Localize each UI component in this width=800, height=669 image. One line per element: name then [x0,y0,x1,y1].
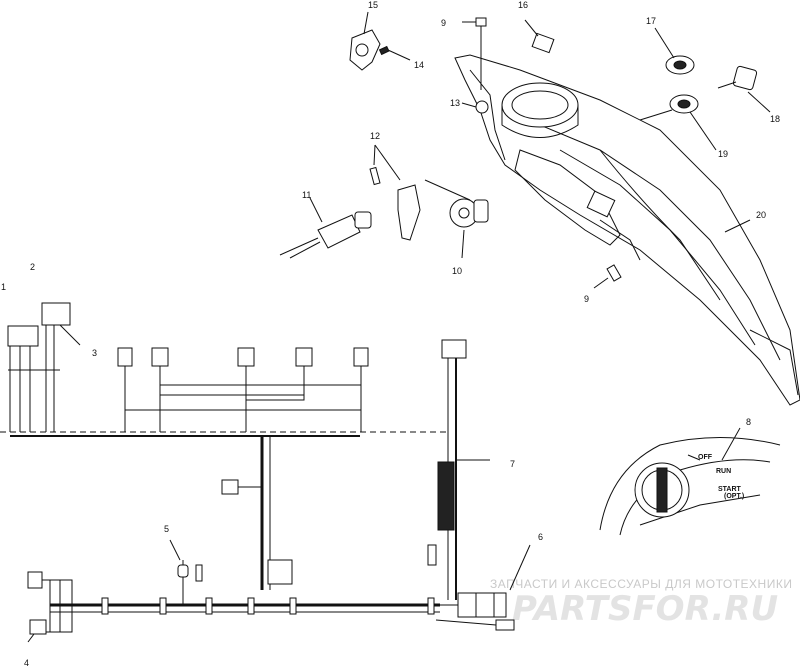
switch-start-sub-label: (OPT.) [724,493,744,500]
callout-labels: 1 2 3 4 5 6 7 8 9 9 10 11 12 13 14 15 16… [1,0,780,668]
callout-13: 13 [450,98,460,108]
screw-part-14 [378,45,411,61]
callout-17: 17 [646,16,656,26]
callout-9-top: 9 [441,18,446,28]
nut-part-13 [461,100,489,114]
callout-12: 12 [370,131,380,141]
watermark-brand: PARTSFOR.RU [512,589,778,629]
hood-panel [454,54,800,406]
grommet-part-19 [639,94,717,151]
callout-15: 15 [368,0,378,10]
screw-part-9-bottom [593,264,622,289]
ignition-switch-part-11 [279,197,372,259]
callout-16: 16 [518,0,528,10]
callout-2: 2 [30,262,35,272]
grommet-part-17 [654,27,695,75]
switch-off-label: OFF [698,454,713,461]
connector-group-top [117,347,369,367]
socket-part-10 [424,179,489,259]
switch-knob-part-12 [369,144,421,241]
switch-start-label: START [718,486,742,493]
screw-part-9-top [462,17,487,90]
switch-run-label: RUN [716,468,731,475]
callout-11: 11 [302,190,311,200]
callout-1: 1 [1,282,6,292]
watermark-tagline: ЗАПЧАСТИ И АКСЕССУАРЫ ДЛЯ МОТОТЕХНИКИ [490,577,792,591]
callout-7: 7 [510,459,515,469]
callout-9-bottom: 9 [584,294,589,304]
callout-4: 4 [24,658,29,668]
callout-20: 20 [756,210,766,220]
callout-18: 18 [770,114,780,124]
callout-5: 5 [164,524,169,534]
callout-3: 3 [92,348,97,358]
callout-8: 8 [746,417,751,427]
wiring-harness [0,302,531,643]
callout-14: 14 [414,60,424,70]
bracket-part-15 [349,11,381,71]
callout-19: 19 [718,149,728,159]
ignition-switch-panel: OFF RUN START (OPT.) [599,427,781,536]
bulb-part-16 [524,19,555,54]
key-part-18 [717,65,771,113]
callout-10: 10 [452,266,462,276]
callout-6: 6 [538,532,543,542]
